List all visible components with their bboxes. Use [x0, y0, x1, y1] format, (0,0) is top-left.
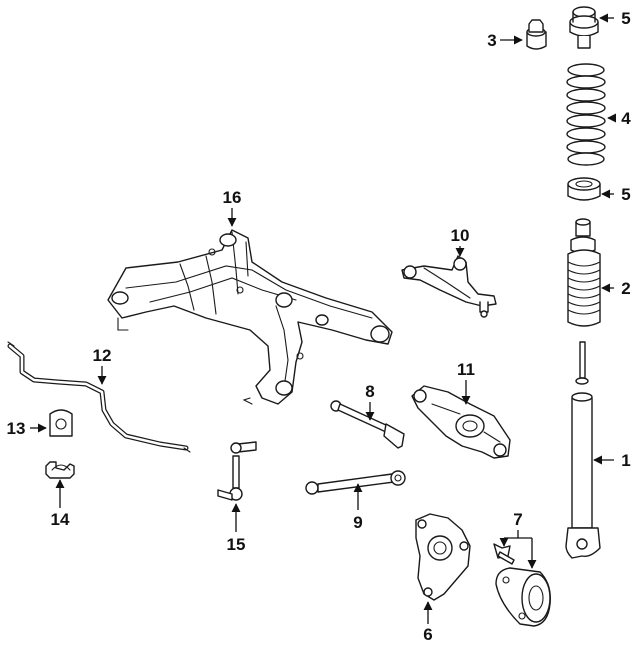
knuckle: [415, 513, 471, 601]
callout-2: 2: [621, 279, 630, 298]
callout-5-top: 5: [621, 9, 630, 28]
callout-7: 7: [513, 510, 522, 529]
callout-10: 10: [451, 226, 470, 245]
callout-9: 9: [353, 513, 362, 532]
upper-control-arm: [401, 255, 497, 318]
wheel-hub-and-bolt: [493, 543, 551, 627]
callout-15: 15: [227, 535, 246, 554]
stabilizer-link: [217, 441, 257, 501]
lower-link-9: [305, 470, 406, 495]
rear-subframe: [107, 229, 393, 405]
callout-6: 6: [423, 625, 432, 644]
coil-spring: [566, 63, 606, 166]
lower-control-arm: [411, 385, 511, 459]
callout-labels: 5 3 4 5 2 1 16 10 11 8 9 12 13 14 15 6 7: [7, 9, 632, 644]
leader-7-bracket: [504, 530, 532, 539]
callout-11: 11: [457, 360, 475, 379]
dust-boot: [567, 218, 601, 327]
callout-13: 13: [7, 419, 26, 438]
mount-nut: [526, 19, 547, 50]
stabilizer-bar: [7, 341, 191, 453]
bushing-bracket: [45, 461, 75, 479]
lateral-link-8: [330, 400, 405, 449]
callout-16: 16: [223, 188, 242, 207]
upper-spring-mount: [569, 6, 599, 49]
callout-3: 3: [487, 31, 496, 50]
shock-absorber: [565, 341, 601, 559]
lower-spring-seat: [567, 177, 601, 201]
callout-leaders: [30, 13, 617, 624]
callout-12: 12: [93, 346, 112, 365]
callout-4: 4: [621, 109, 631, 128]
callout-1: 1: [621, 451, 630, 470]
callout-14: 14: [51, 510, 70, 529]
callout-8: 8: [365, 382, 374, 401]
stabilizer-bushing: [49, 409, 73, 437]
callout-5-bottom: 5: [621, 185, 630, 204]
